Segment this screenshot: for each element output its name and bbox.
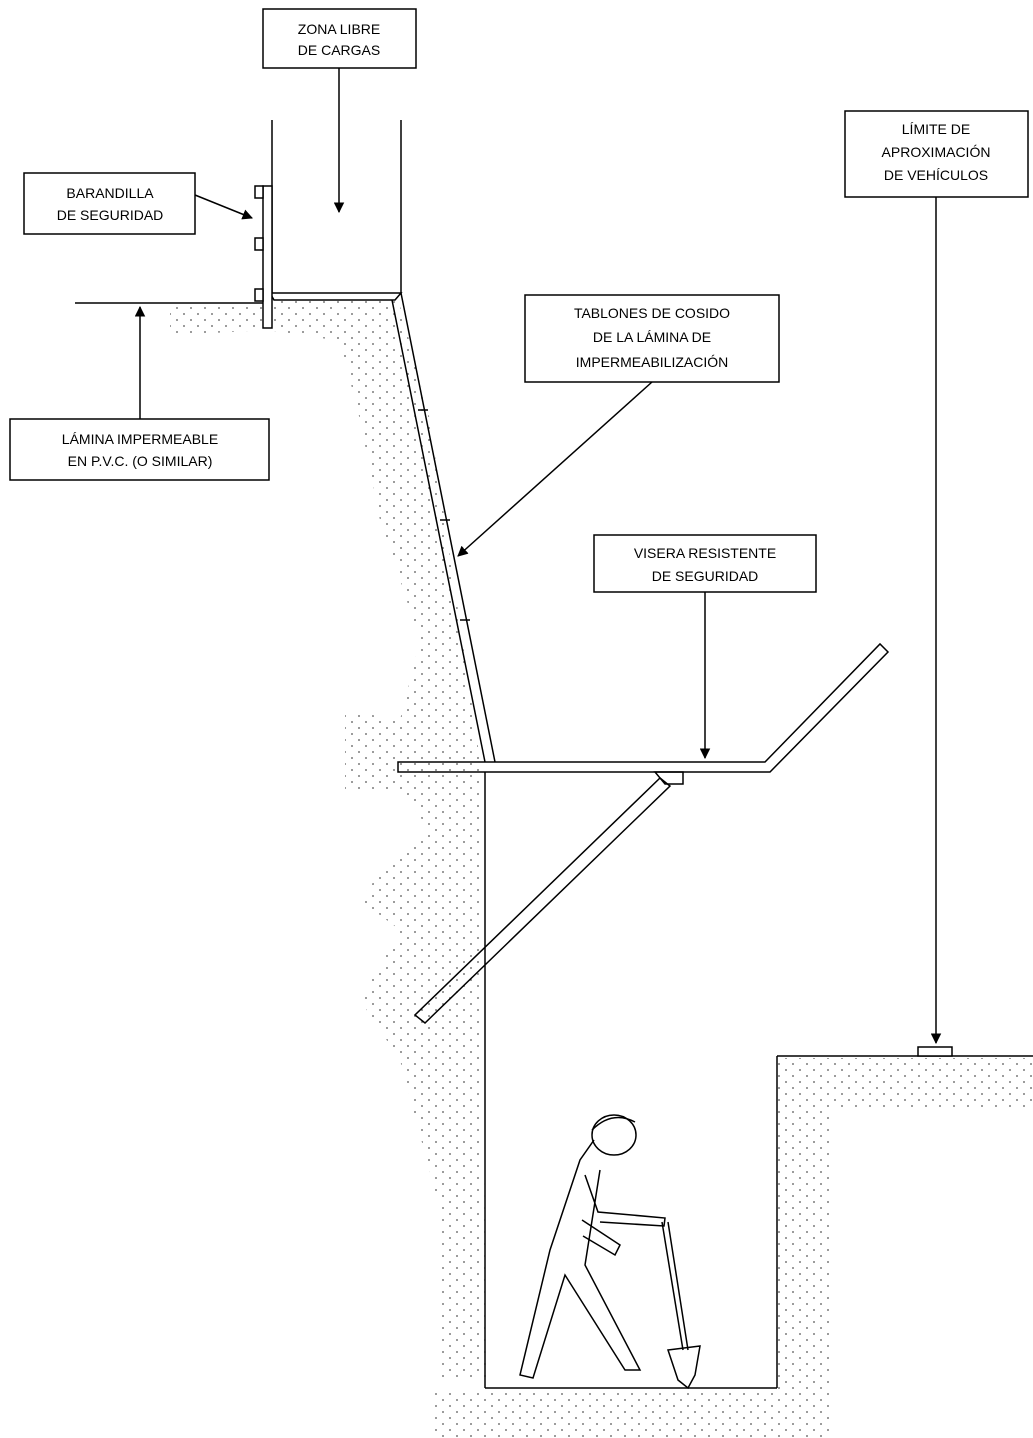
label-zona-libre: ZONA LIBRE DE CARGAS: [262, 8, 417, 69]
zona-libre-line2: DE CARGAS: [298, 42, 380, 58]
barandilla-line1: BARANDILLA: [66, 185, 154, 201]
tablones-line1: TABLONES DE COSIDO: [574, 305, 730, 321]
limite-line3: DE VEHÍCULOS: [884, 167, 988, 183]
tablones-line3: IMPERMEABILIZACIÓN: [576, 354, 728, 370]
visera-line2: DE SEGURIDAD: [652, 568, 759, 584]
visera-line1: VISERA RESISTENTE: [634, 545, 776, 561]
barandilla-line2: DE SEGURIDAD: [57, 207, 164, 223]
label-tablones: TABLONES DE COSIDO DE LA LÁMINA DE IMPER…: [524, 294, 780, 383]
lamina-line1: LÁMINA IMPERMEABLE: [62, 431, 218, 447]
label-barandilla: BARANDILLA DE SEGURIDAD: [23, 172, 196, 235]
tablones-leader: [457, 381, 653, 557]
limite-line2: APROXIMACIÓN: [882, 144, 991, 160]
worker-figure: [519, 1114, 701, 1390]
lamina-line2: EN P.V.C. (O SIMILAR): [68, 453, 213, 469]
limite-line1: LÍMITE DE: [902, 121, 970, 137]
label-visera: VISERA RESISTENTE DE SEGURIDAD: [593, 534, 817, 593]
tablones-line2: DE LA LÁMINA DE: [593, 329, 711, 345]
trench: [484, 772, 1033, 1389]
label-limite: LÍMITE DE APROXIMACIÓN DE VEHÍCULOS: [844, 110, 1029, 198]
railing: [254, 185, 273, 329]
stitching-planks: [391, 292, 496, 763]
label-lamina: LÁMINA IMPERMEABLE EN P.V.C. (O SIMILAR): [9, 418, 270, 481]
zona-libre-line1: ZONA LIBRE: [298, 21, 380, 37]
safety-visor: [397, 642, 890, 1024]
soil-stipple: [170, 298, 1033, 1438]
barandilla-leader: [194, 194, 253, 220]
